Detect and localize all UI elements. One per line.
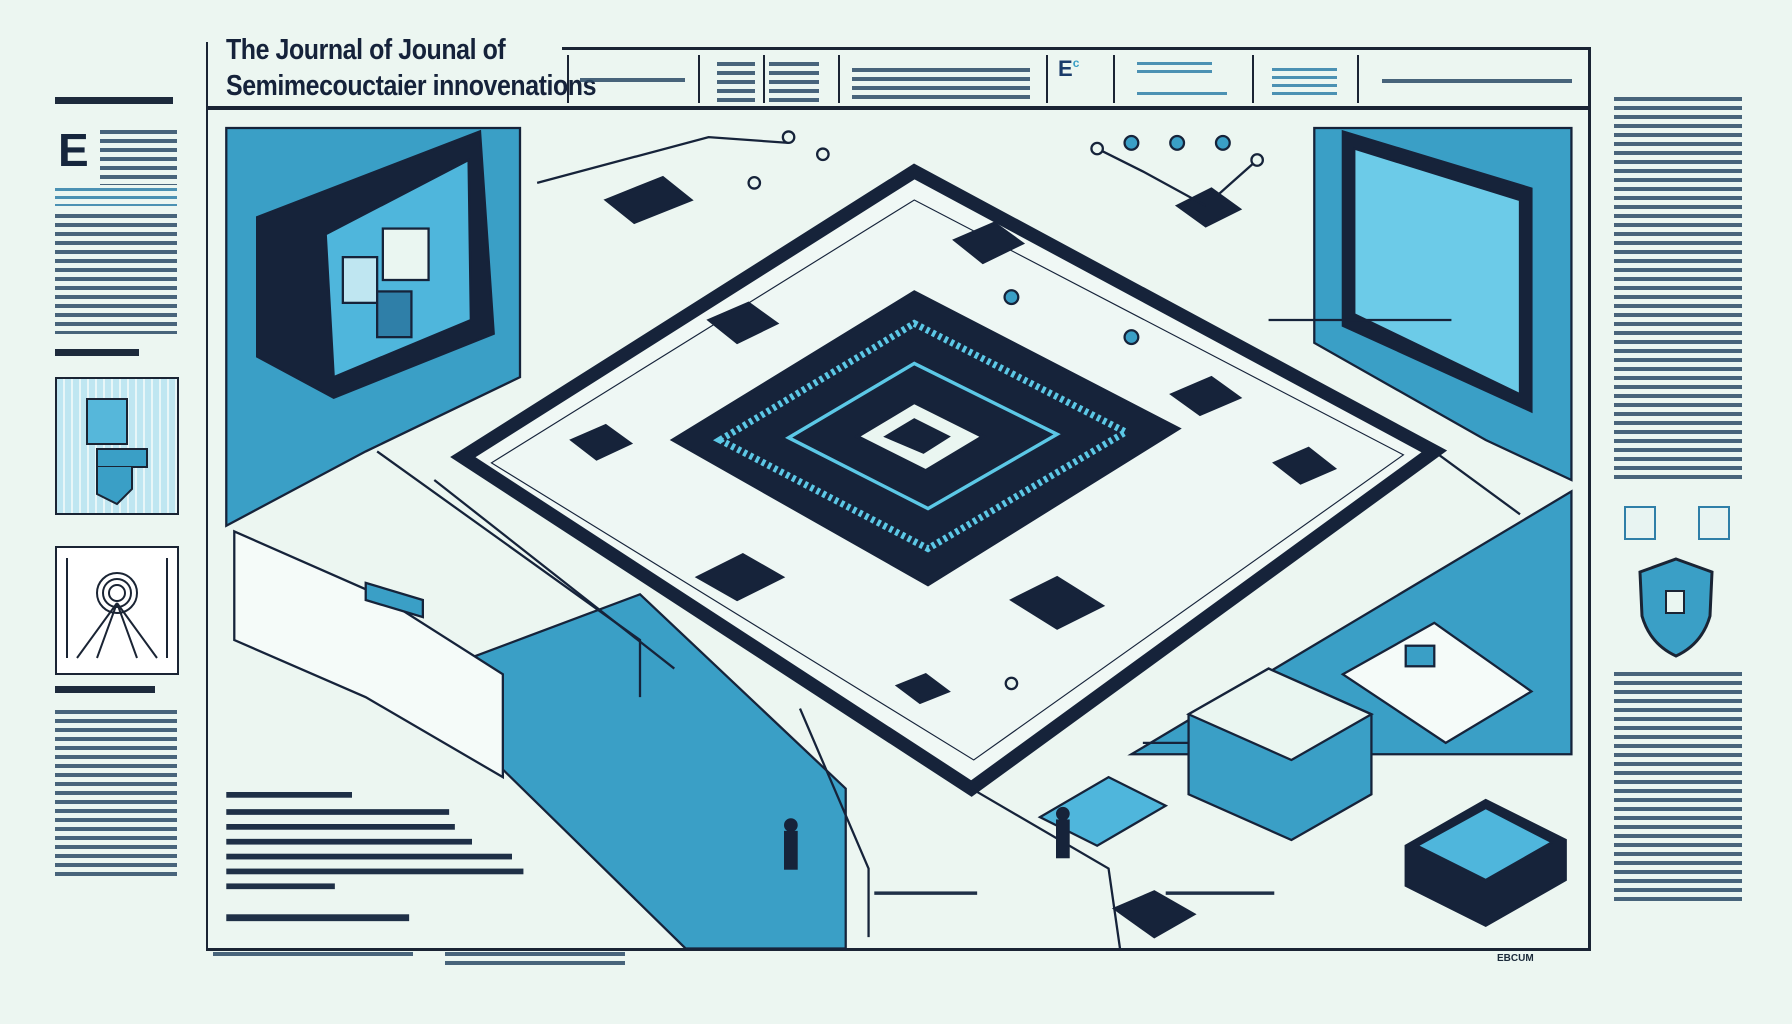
header-text-block — [1137, 62, 1212, 78]
header-divider — [698, 55, 700, 103]
drop-cap: E — [58, 124, 89, 176]
header-glyph: Ec — [1058, 56, 1079, 82]
chip-icon-badge — [1624, 506, 1656, 540]
footer-corner-mark: EBCUM — [1497, 953, 1534, 964]
header-bottom-rule — [206, 106, 1591, 110]
fingerprint-icon — [66, 558, 168, 659]
header-divider — [1252, 55, 1254, 103]
circuit-thumbnail — [55, 377, 179, 515]
left-text-block — [55, 214, 177, 334]
node-icon — [747, 130, 1264, 691]
header-text-block — [769, 62, 819, 102]
header-glyph-small: c — [1072, 56, 1080, 70]
fingerprint-thumbnail — [55, 546, 179, 675]
book-icon — [1340, 621, 1534, 745]
header-text-block — [717, 62, 755, 102]
right-text-block — [1614, 672, 1742, 904]
blue-panel — [409, 592, 847, 950]
header-glyph-letter: E — [1058, 56, 1073, 81]
left-heading — [55, 97, 173, 104]
left-text-block — [55, 710, 177, 880]
title-line-1: The Journal of Jounal of — [226, 34, 506, 66]
header-divider — [838, 55, 840, 103]
header-divider — [1113, 55, 1115, 103]
footer-text — [213, 952, 413, 957]
left-text-block — [55, 188, 177, 206]
header-left-rule — [206, 42, 208, 110]
left-text-block — [100, 130, 177, 185]
header-divider — [1046, 55, 1048, 103]
header-text-block — [852, 68, 1030, 104]
header-text-block — [1272, 68, 1337, 98]
page-bottom-rule — [206, 948, 1591, 951]
footer-text — [445, 952, 625, 966]
header-divider — [763, 55, 765, 103]
chip-icon — [569, 175, 1338, 939]
title-line-2: Semimecouctaier innovenations — [226, 70, 597, 102]
right-text-block — [1614, 97, 1742, 482]
shield-icon — [1638, 557, 1714, 658]
device-box — [1037, 775, 1169, 848]
journal-title: The Journal of Jounal of Semimecouctaier… — [226, 32, 596, 104]
chip-icon-badge — [1698, 506, 1730, 540]
page-left-border — [206, 106, 208, 951]
header-text-block — [1382, 79, 1572, 84]
header-divider — [1357, 55, 1359, 103]
person-icon — [783, 806, 1070, 870]
document-stack — [233, 529, 504, 780]
left-heading — [55, 349, 139, 356]
left-heading — [55, 686, 155, 693]
header-text-block — [580, 78, 685, 83]
page-right-border — [1588, 47, 1591, 951]
circuit-board-icon — [86, 398, 148, 506]
header-divider — [567, 55, 569, 103]
header-text-block — [1137, 92, 1227, 98]
header-top-rule — [562, 47, 1591, 50]
